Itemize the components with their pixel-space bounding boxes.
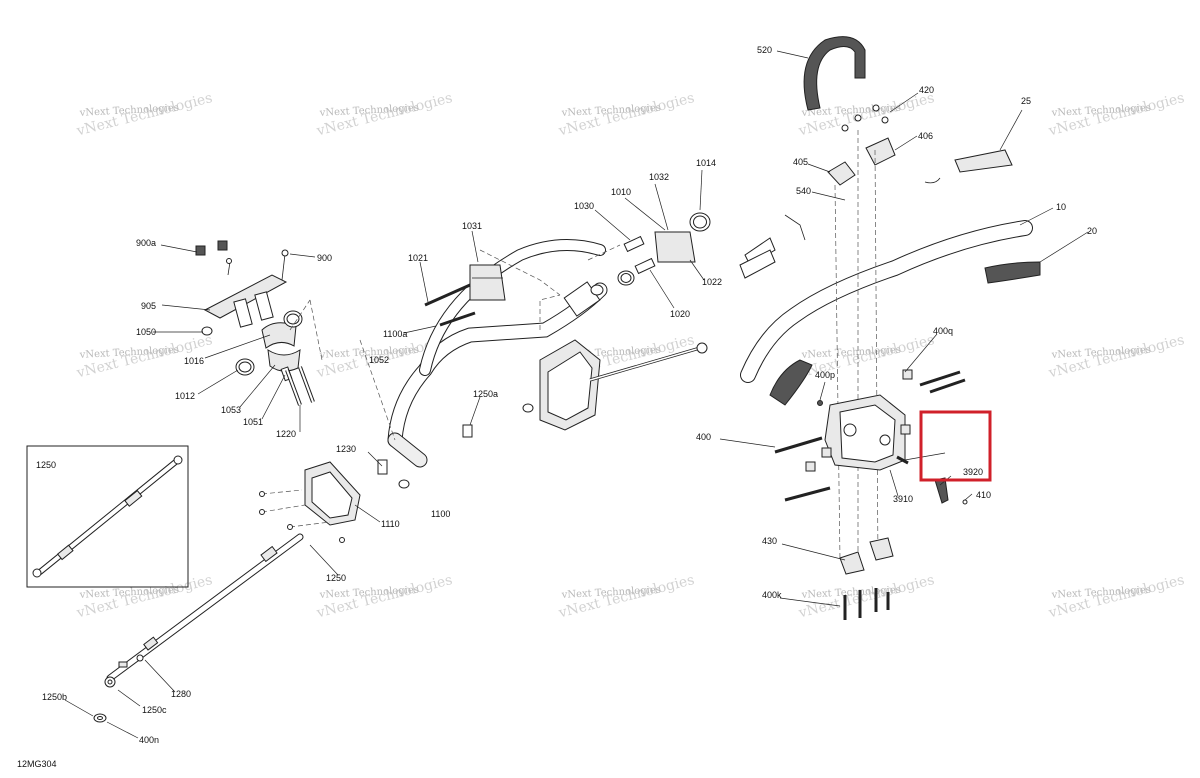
watermark-text: vNext Technologies — [800, 345, 901, 361]
callout-label: 1100a — [383, 329, 407, 339]
callout-label: 400n — [139, 735, 159, 745]
diagram-code: 12MG304 — [17, 759, 57, 769]
callout-label: 540 — [796, 186, 811, 196]
callout-label: 1010 — [611, 187, 631, 197]
watermark-text: vNext Technologies — [1050, 585, 1151, 601]
watermark-text: vNext Technologies — [318, 585, 419, 601]
callout-label: 1110 — [381, 519, 400, 529]
callout-label: 1050 — [136, 327, 156, 337]
callout-label: 1021 — [408, 253, 428, 263]
callout-label: 1250a — [473, 389, 498, 399]
callout-label: 400k — [762, 590, 782, 600]
mount-brackets-part — [739, 104, 896, 561]
callout-label: 10 — [1056, 202, 1066, 212]
callout-label: 1250c — [142, 705, 167, 715]
watermark-text: vNext Technologies — [78, 585, 179, 601]
tie-rod-inset-part — [32, 455, 183, 578]
inset-label: 1250 — [36, 460, 56, 470]
highlight-box — [919, 410, 992, 482]
callout-label: 1032 — [649, 172, 669, 182]
tie-rod-part — [93, 533, 304, 723]
handlebar-part — [740, 149, 1041, 406]
watermark-text: vNext Technologies — [560, 103, 661, 119]
callout-label: 400q — [933, 326, 953, 336]
watermark-text: vNext Technologies — [1050, 345, 1151, 361]
upper-clamp-part — [587, 212, 711, 286]
callout-label: 900a — [136, 238, 156, 248]
callout-label: 1100 — [431, 509, 450, 519]
callout-label: 25 — [1021, 96, 1031, 106]
callout-labels: 520 420 25 406 405 540 10 20 1014 1032 1… — [17, 45, 1097, 769]
lower-housing-part — [259, 424, 473, 543]
riser-clamp-part — [195, 240, 323, 406]
callout-label: 410 — [976, 490, 991, 500]
callout-label: 900 — [317, 253, 332, 263]
callout-label: 1020 — [670, 309, 690, 319]
callout-label: 520 — [757, 45, 772, 55]
clamp-part — [424, 264, 506, 327]
callout-label: 1052 — [369, 355, 389, 365]
callout-label: 405 — [793, 157, 808, 167]
watermark-text: vNext Technologies — [78, 103, 179, 119]
callout-label: 1012 — [175, 391, 195, 401]
watermark-text: vNext Technologies — [318, 103, 419, 119]
watermark-text: vNext Technologies — [318, 345, 419, 361]
watermark-text: vNext Technologies — [560, 585, 661, 601]
callout-label: 1014 — [696, 158, 716, 168]
steering-bar-part — [359, 239, 608, 468]
callout-label: 400 — [696, 432, 711, 442]
callout-label: 1250b — [42, 692, 67, 702]
callout-label: 1230 — [336, 444, 356, 454]
callout-label: 1280 — [171, 689, 191, 699]
callout-label: 1016 — [184, 356, 204, 366]
callout-label: 1030 — [574, 201, 594, 211]
callout-label: 1051 — [243, 417, 263, 427]
lower-clamp-part — [839, 537, 894, 620]
grab-handle-part — [803, 36, 866, 111]
callout-label: 1220 — [276, 429, 296, 439]
callout-label: 905 — [141, 301, 156, 311]
callout-label: 1053 — [221, 405, 241, 415]
callout-label: 400p — [815, 370, 835, 380]
riser-block-part — [774, 369, 968, 505]
watermark-text: vNext Technologies — [1050, 103, 1151, 119]
inset-frame — [26, 445, 189, 588]
callout-label: 430 — [762, 536, 777, 546]
leader-lines — [64, 50, 1089, 739]
watermark-text: vNext Technologies — [78, 345, 179, 361]
steering-housing-part — [522, 339, 708, 431]
callout-label: 3920 — [963, 467, 983, 477]
callout-label: 420 — [919, 85, 934, 95]
callout-label: 1031 — [462, 221, 482, 231]
watermark-layer: vNext Technologies vNext Technologies vNex… — [74, 90, 1186, 621]
callout-label: 20 — [1087, 226, 1097, 236]
callout-label: 1250 — [326, 573, 346, 583]
callout-label: 3910 — [893, 494, 913, 504]
callout-label: 406 — [918, 131, 933, 141]
callout-label: 1022 — [702, 277, 722, 287]
